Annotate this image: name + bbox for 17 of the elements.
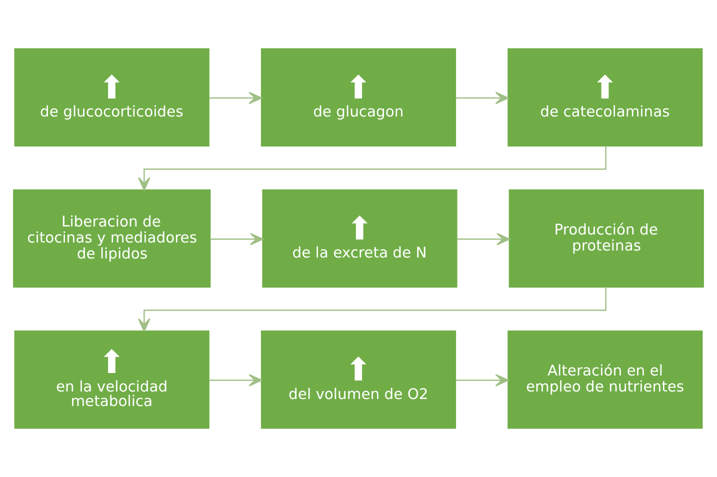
- node-box: ⬆ de glucagon: [260, 48, 456, 146]
- arrow: [138, 146, 606, 191]
- arrow: [138, 287, 606, 332]
- arrow: [208, 374, 262, 386]
- node-box: ⬆ de catecolaminas: [508, 48, 703, 146]
- arrow: [208, 92, 262, 104]
- arrow: [456, 232, 510, 246]
- arrow: [456, 374, 509, 386]
- node-box: Producción de proteinas: [508, 189, 704, 288]
- node-box: Liberacion de citocinas y mediadores de lipidos: [13, 189, 211, 288]
- node-box: ⬆ en la velocidad metabolica: [14, 330, 210, 429]
- node-box: ⬆ de glucocorticoides: [14, 48, 210, 146]
- arrow: [456, 92, 509, 104]
- node-box: Alteración en el empleo de nutrientes: [508, 330, 703, 429]
- node-box: ⬆ de la excreta de N: [262, 189, 458, 288]
- node-box: ⬆ del volumen de O2: [260, 330, 456, 429]
- arrow: [210, 232, 264, 246]
